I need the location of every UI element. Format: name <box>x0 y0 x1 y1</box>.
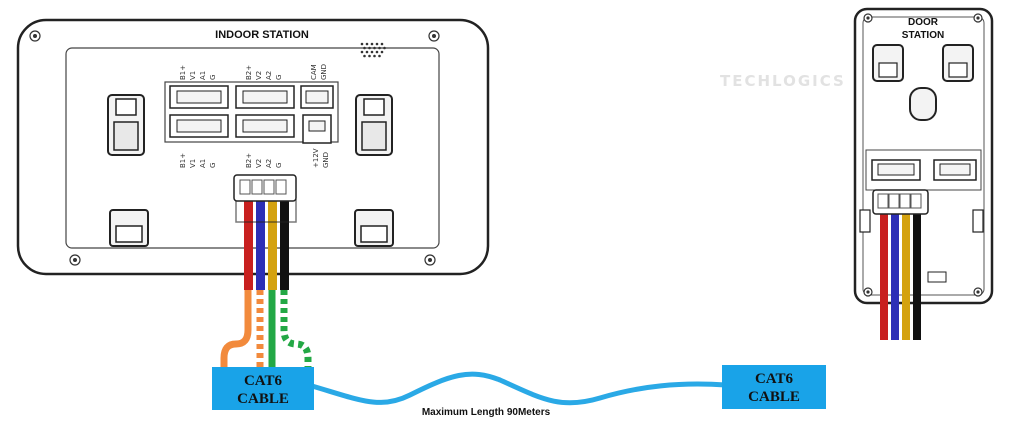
svg-text:A2: A2 <box>265 159 273 168</box>
pin-labels-top-right: CAM GND <box>310 64 328 80</box>
door-connector-left <box>871 159 921 181</box>
svg-text:V1: V1 <box>189 71 197 80</box>
indoor-plug-connector <box>233 174 297 202</box>
svg-text:B2+: B2+ <box>245 153 253 168</box>
cat6-cable-line <box>311 371 727 406</box>
screw-icon <box>863 13 873 23</box>
svg-text:V2: V2 <box>255 71 263 80</box>
indoor-station-title: INDOOR STATION <box>215 29 309 41</box>
door-station-title-line2: STATION <box>902 30 944 41</box>
screw-icon <box>29 30 41 42</box>
svg-text:G: G <box>275 75 283 80</box>
pin-labels-bottom-right: +12V GND <box>312 148 330 168</box>
wire-blue <box>891 210 899 340</box>
screw-icon <box>424 254 436 266</box>
cat6-label-right: CAT6 CABLE <box>722 365 826 409</box>
door-plug-connector <box>872 189 929 215</box>
svg-text:+12V: +12V <box>312 148 320 168</box>
wire-blue <box>256 195 265 290</box>
svg-text:CABLE: CABLE <box>748 389 800 405</box>
door-slot-right <box>972 209 984 233</box>
door-bottom-block <box>927 271 947 283</box>
wire-green-white <box>280 290 312 368</box>
pin-labels-top-left: B1+ V1 A1 G <box>179 65 217 80</box>
screw-icon <box>973 13 983 23</box>
door-mount-clip-left <box>872 44 904 82</box>
door-wire-bundle <box>872 189 929 340</box>
indoor-wire-bundle <box>220 174 312 368</box>
svg-text:B1+: B1+ <box>179 65 187 80</box>
connector-panel <box>164 81 339 143</box>
connector-b2-bottom <box>235 114 295 138</box>
wire-yellow <box>902 210 910 340</box>
svg-text:V1: V1 <box>189 159 197 168</box>
svg-text:GND: GND <box>320 64 328 80</box>
svg-text:CAM: CAM <box>310 64 318 80</box>
door-mount-clip-right <box>942 44 974 82</box>
wire-red <box>880 210 888 340</box>
screw-icon <box>973 287 983 297</box>
svg-text:G: G <box>209 163 217 168</box>
wire-orange <box>220 290 252 368</box>
svg-text:V2: V2 <box>255 159 263 168</box>
pin-labels-bottom-left: B1+ V1 A1 G <box>179 153 217 168</box>
max-length-label: Maximum Length 90Meters <box>422 407 551 418</box>
screw-icon <box>863 287 873 297</box>
mounting-clip-left-top <box>107 94 145 156</box>
cat6-label-left: CAT6 CABLE <box>212 367 314 410</box>
svg-text:CAT6: CAT6 <box>755 371 794 387</box>
door-station: DOOR STATION <box>853 7 994 305</box>
mounting-clip-left-bottom <box>109 209 149 247</box>
mounting-clip-right-bottom <box>354 209 394 247</box>
connector-cam-top <box>300 85 334 109</box>
speaker-grille-icon <box>360 42 386 58</box>
svg-text:GND: GND <box>322 152 330 168</box>
screw-icon <box>69 254 81 266</box>
wire-black <box>280 195 289 290</box>
connector-b2-top <box>235 85 295 109</box>
connector-b1-top <box>169 85 229 109</box>
door-center-hole <box>909 87 937 121</box>
screw-icon <box>428 30 440 42</box>
svg-text:A2: A2 <box>265 71 273 80</box>
wire-black <box>913 210 921 340</box>
indoor-station: INDOOR STATION <box>16 18 490 276</box>
svg-text:B2+: B2+ <box>245 65 253 80</box>
door-station-inner-frame <box>862 16 985 296</box>
door-slot-left <box>859 209 871 233</box>
connector-b1-bottom <box>169 114 229 138</box>
wire-yellow <box>268 195 277 290</box>
door-station-body <box>853 7 994 305</box>
watermark-text: TECHLOGICS <box>720 72 846 90</box>
door-connector-right <box>933 159 977 181</box>
svg-text:A1: A1 <box>199 71 207 80</box>
door-station-title-line1: DOOR <box>908 17 939 28</box>
svg-text:G: G <box>209 75 217 80</box>
pin-labels-bottom-mid: B2+ V2 A2 G <box>245 153 283 168</box>
pin-labels-top-mid: B2+ V2 A2 G <box>245 65 283 80</box>
svg-text:G: G <box>275 163 283 168</box>
svg-text:CABLE: CABLE <box>237 391 289 407</box>
wire-red <box>244 195 253 290</box>
mounting-clip-right-top <box>355 94 393 156</box>
svg-text:B1+: B1+ <box>179 153 187 168</box>
connector-power-bottom <box>302 114 332 144</box>
svg-text:CAT6: CAT6 <box>244 373 283 389</box>
svg-text:A1: A1 <box>199 159 207 168</box>
